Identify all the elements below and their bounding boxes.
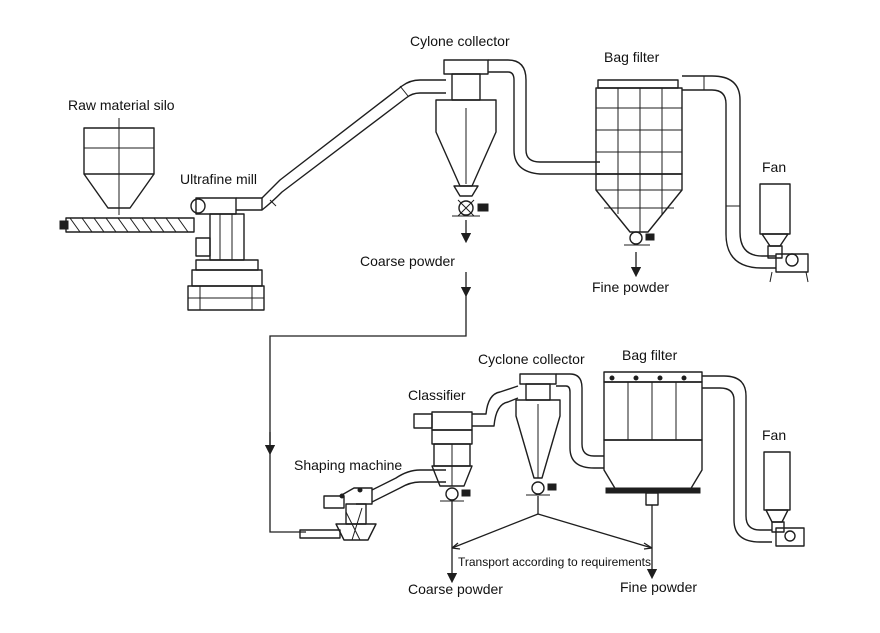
duct-cyclone-to-bag-filter: [488, 59, 600, 175]
coarse-powder-top-label: Coarse powder: [360, 253, 455, 269]
duct-shaping-to-classifier: [371, 469, 446, 503]
transfer-line: [264, 272, 472, 533]
cylone-collector-label: Cylone collector: [410, 33, 510, 49]
fan-bottom: [763, 451, 805, 547]
duct-cyclone-to-bag-filter-bottom: [556, 373, 604, 469]
transport-label: Transport according to requirements: [458, 555, 651, 569]
ultrafine-mill-label: Ultrafine mill: [180, 171, 257, 187]
raw-material-silo: [83, 118, 155, 215]
duct-bag-filter-to-fan: [682, 75, 776, 269]
shaping-machine: [299, 487, 377, 541]
classifier: [413, 411, 473, 502]
bag-filter-bottom: [603, 371, 703, 506]
duct-mill-to-cyclone: [236, 79, 446, 211]
fan-top-label: Fan: [762, 159, 786, 175]
coarse-powder-bottom-label: Coarse powder: [408, 581, 503, 597]
duct-classifier-to-cyclone: [472, 385, 519, 427]
ultrafine-mill: [187, 197, 265, 311]
cylone-collector-top: [435, 59, 497, 217]
cyclone-collector-bottom-label: Cyclone collector: [478, 351, 585, 367]
transport-fan-out: [451, 513, 653, 550]
fine-powder-bottom-label: Fine powder: [620, 579, 697, 595]
bag-filter-bottom-label: Bag filter: [622, 347, 678, 363]
shaping-machine-label: Shaping machine: [294, 457, 402, 473]
duct-bag-filter-to-fan-bottom: [702, 375, 772, 543]
raw-material-silo-label: Raw material silo: [68, 97, 175, 113]
fan-bottom-label: Fan: [762, 427, 786, 443]
screw-feeder: [59, 217, 195, 233]
cyclone-collector-bottom: [515, 373, 561, 496]
bag-filter-top: [595, 79, 683, 246]
bag-filter-top-label: Bag filter: [604, 49, 660, 65]
classifier-label: Classifier: [408, 387, 466, 403]
fan-top: [759, 183, 809, 283]
fine-powder-top-label: Fine powder: [592, 279, 669, 295]
